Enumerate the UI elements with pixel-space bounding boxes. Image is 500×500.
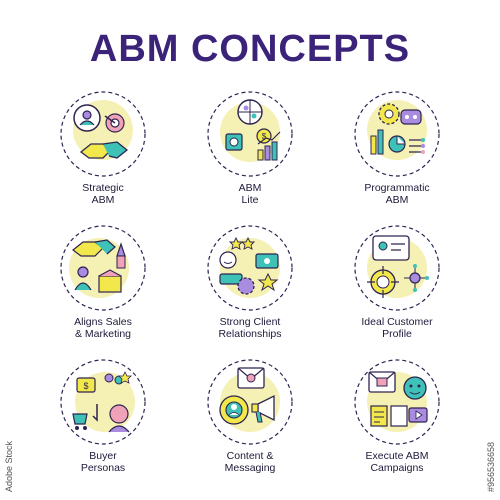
svg-text:$: $ [83, 381, 88, 391]
icon-label: ABM Lite [238, 182, 262, 206]
icon-card-strategic-abm: Strategic ABM [30, 90, 176, 223]
icon-label: Ideal Customer Profile [361, 316, 433, 340]
strong-client-relationships-icon [207, 225, 293, 311]
programmatic-abm-icon [354, 91, 440, 177]
icon-card-strong-client-relationships: Strong Client Relationships [177, 224, 323, 357]
page-title: ABM CONCEPTS [89, 28, 411, 70]
ideal-customer-profile-icon [354, 225, 440, 311]
aligns-sales-marketing-icon [60, 225, 146, 311]
icon-label: Execute ABM Campaigns [365, 450, 429, 474]
icon-card-buyer-personas: $ Buyer Personas [30, 358, 176, 491]
icon-card-content-messaging: Content & Messaging [177, 358, 323, 491]
strategic-abm-icon [60, 91, 146, 177]
icon-card-aligns-sales-marketing: Aligns Sales & Marketing [30, 224, 176, 357]
icon-label: Programmatic ABM [364, 182, 430, 206]
execute-abm-campaigns-icon [354, 359, 440, 445]
svg-text:$: $ [262, 132, 267, 141]
icon-label: Strategic ABM [82, 182, 124, 206]
content-messaging-icon [207, 359, 293, 445]
icon-grid: Strategic ABM $ ABM Lite [30, 90, 470, 490]
icon-label: Strong Client Relationships [218, 316, 282, 340]
icon-card-execute-abm-campaigns: Execute ABM Campaigns [324, 358, 470, 491]
buyer-personas-icon: $ [60, 359, 146, 445]
icon-card-programmatic-abm: Programmatic ABM [324, 90, 470, 223]
abm-lite-icon: $ [207, 91, 293, 177]
stock-logo-watermark: Adobe Stock [4, 440, 14, 492]
icon-card-ideal-customer-profile: Ideal Customer Profile [324, 224, 470, 357]
icon-label: Content & Messaging [224, 450, 276, 474]
image-id-watermark: #956536658 [486, 441, 496, 492]
icon-label: Aligns Sales & Marketing [74, 316, 132, 340]
icon-card-abm-lite: $ ABM Lite [177, 90, 323, 223]
icon-label: Buyer Personas [80, 450, 126, 474]
